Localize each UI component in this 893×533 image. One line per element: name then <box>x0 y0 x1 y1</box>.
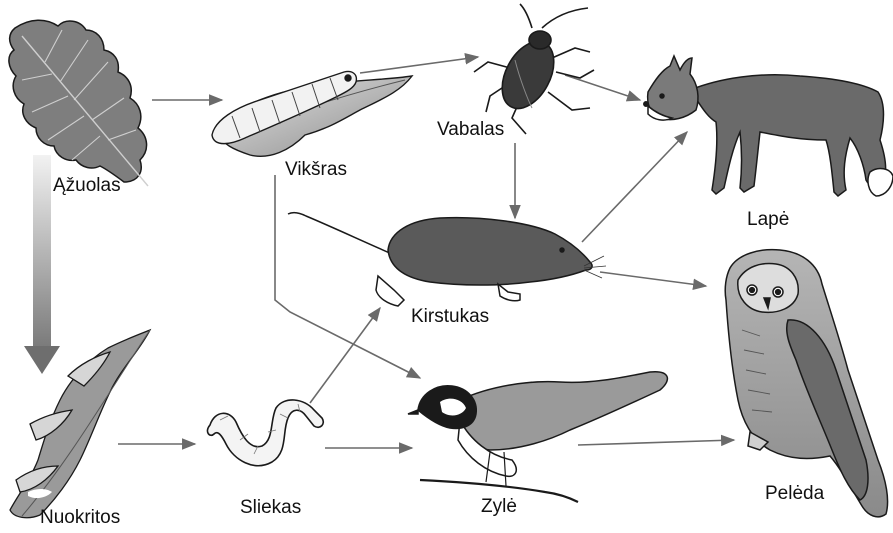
fallen-leaves-icon <box>10 330 150 518</box>
beetle-icon <box>474 4 594 134</box>
caterpillar-icon <box>212 71 412 156</box>
oak-leaf-icon <box>9 20 148 186</box>
arrow-kirstukas-peleda <box>600 272 706 286</box>
arrow-vabalas-lape <box>565 75 640 100</box>
label-viksras: Vikšras <box>285 160 347 179</box>
label-kirstukas: Kirstukas <box>411 307 489 326</box>
arrow-kirstukas-lape <box>582 132 687 242</box>
label-nuokritos: Nuokritos <box>40 508 120 527</box>
owl-icon <box>725 250 887 517</box>
tit-bird-icon <box>408 372 667 502</box>
shrew-icon <box>288 213 606 306</box>
label-lape: Lapė <box>747 210 789 229</box>
arrow-zyle-peleda <box>578 440 734 445</box>
arrow-viksras-zyle <box>275 175 420 378</box>
label-sliekas: Sliekas <box>240 498 301 517</box>
arrow-sliekas-kirstukas <box>310 308 380 403</box>
label-vabalas: Vabalas <box>437 120 504 139</box>
label-peleda: Pelėda <box>765 484 824 503</box>
fox-icon <box>644 56 893 196</box>
label-azuolas: Ąžuolas <box>53 176 121 195</box>
arrow-viksras-vabalas <box>360 57 478 73</box>
label-zyle: Zylė <box>481 497 517 516</box>
earthworm-icon <box>207 400 323 466</box>
